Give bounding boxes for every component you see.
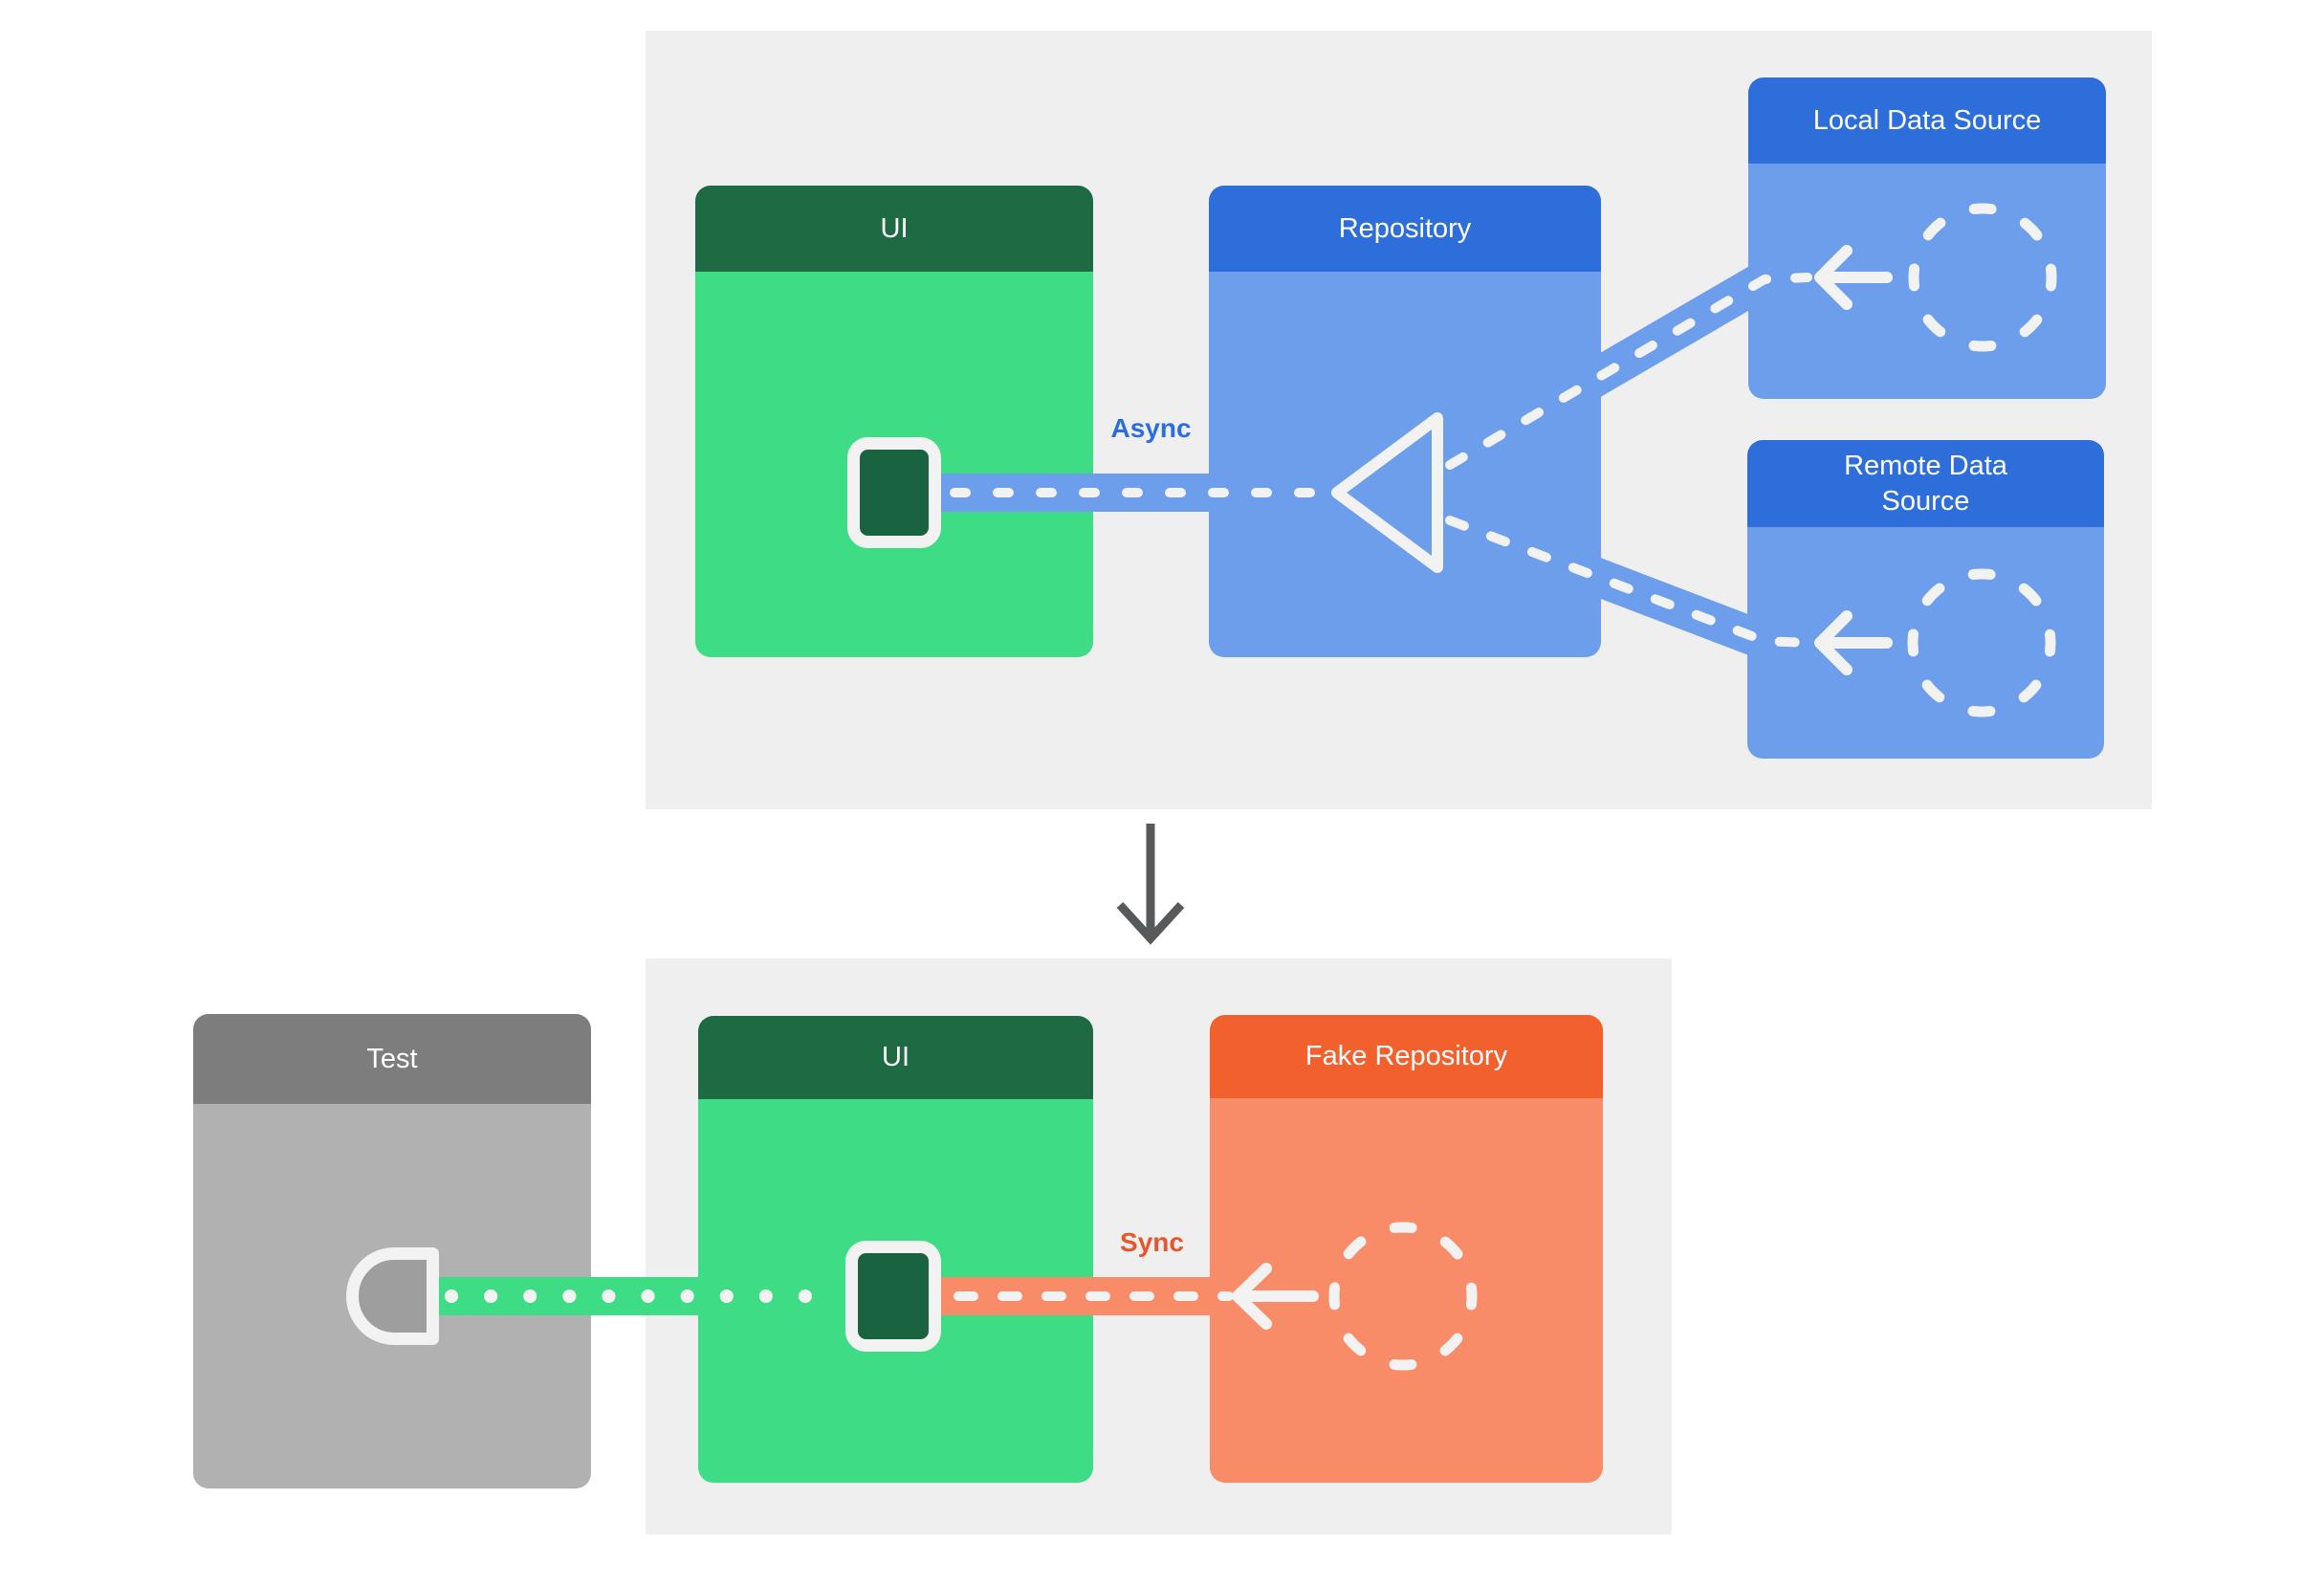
sync-label: Sync bbox=[1120, 1227, 1184, 1257]
repository-box-title: Repository bbox=[1209, 186, 1601, 272]
remote-arrow-left-icon bbox=[1814, 610, 1893, 675]
screen-square-icon-top bbox=[847, 437, 941, 548]
local-dashed-circle-icon bbox=[1908, 203, 2057, 352]
test-probe-icon bbox=[346, 1247, 439, 1345]
local-data-source-title: Local Data Source bbox=[1748, 77, 2106, 164]
merge-triangle-icon bbox=[1331, 412, 1443, 573]
fake-repository-title: Fake Repository bbox=[1210, 1015, 1603, 1098]
fake-repository-dashed-circle-icon bbox=[1328, 1222, 1478, 1371]
down-arrow-icon bbox=[1116, 824, 1185, 945]
remote-dashed-circle-icon bbox=[1907, 568, 2056, 717]
async-label: Async bbox=[1110, 413, 1192, 443]
sync-arrow-left-icon bbox=[1232, 1263, 1319, 1330]
ui-box-bottom-title: UI bbox=[698, 1016, 1093, 1099]
screen-square-icon-bottom bbox=[845, 1241, 941, 1352]
repository-box: Repository bbox=[1209, 186, 1601, 657]
remote-dashes bbox=[1445, 516, 1812, 648]
test-box-title: Test bbox=[193, 1014, 591, 1104]
repository-box-body bbox=[1209, 272, 1601, 657]
remote-data-source-title: Remote Data Source bbox=[1747, 440, 2104, 527]
remote-data-source-box: Remote Data Source bbox=[1747, 440, 2104, 759]
ui-box-top-title: UI bbox=[695, 186, 1093, 272]
local-dashes bbox=[1445, 273, 1812, 470]
local-arrow-left-icon bbox=[1814, 245, 1893, 310]
